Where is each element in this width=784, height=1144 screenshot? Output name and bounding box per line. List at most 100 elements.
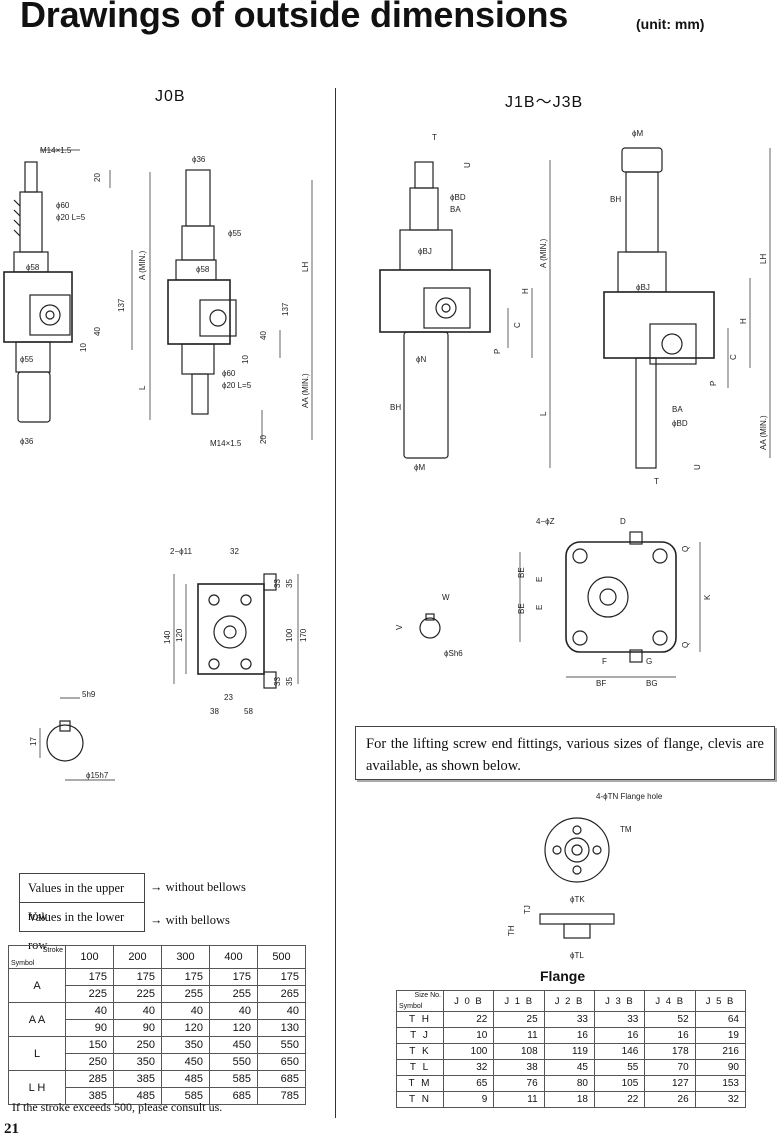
dim-u-top: U <box>463 162 472 168</box>
dim-32: 32 <box>230 547 239 556</box>
table-cell: 685 <box>257 1070 306 1088</box>
table-cell: 38 <box>493 1059 545 1076</box>
table-cell: 90 <box>65 1019 114 1037</box>
table-cell: 255 <box>161 985 210 1003</box>
stroke-header: 500 <box>257 945 306 969</box>
dim-40: 40 <box>93 327 102 336</box>
dim-137-side: 137 <box>281 302 290 316</box>
table-cell: 70 <box>644 1059 696 1076</box>
dim-bd-bottom: ϕBD <box>672 419 688 428</box>
footnote: If the stroke exceeds 500, please consul… <box>12 1100 223 1114</box>
flange-hole-label: 4-ϕTN Flange hole <box>596 792 663 801</box>
table-row: 250 350 450 550 650 <box>9 1053 306 1071</box>
dim-m14-top: M14×1.5 <box>40 146 72 155</box>
dim-aamin: AA (MIN.) <box>759 415 768 450</box>
row-symbol: T K <box>396 1043 444 1060</box>
dim-e-top: E <box>535 577 544 582</box>
table-cell: 585 <box>209 1070 258 1088</box>
table-cell: 33 <box>543 1011 595 1028</box>
table-cell: 33 <box>593 1011 646 1028</box>
flange-table-title: Flange <box>540 968 586 984</box>
dim-10-side: 10 <box>241 355 250 364</box>
dim-w: W <box>442 593 450 602</box>
table-cell: 22 <box>442 1011 495 1028</box>
dim-120: 120 <box>175 628 184 642</box>
dim-lh: LH <box>759 254 768 264</box>
row-symbol: T N <box>396 1091 444 1108</box>
table-cell: 40 <box>257 1002 306 1020</box>
j1b-j3b-plan-drawing: 4−ϕZ D Q K Q BE E BE E F G BF BG <box>517 517 712 688</box>
legend-upper-arrow: → without bellows <box>150 880 246 894</box>
dim-c-right: C <box>729 354 738 360</box>
table-cell: 485 <box>161 1070 210 1088</box>
table-cell: 175 <box>257 968 306 986</box>
row-symbol: T H <box>396 1011 444 1028</box>
row-symbol: T L <box>396 1059 444 1076</box>
table-cell: 26 <box>644 1091 696 1108</box>
table-cell: 785 <box>257 1087 306 1105</box>
dim-p-right: P <box>709 381 718 386</box>
table-cell: 265 <box>257 985 306 1003</box>
table-row: T L 32 38 45 55 70 90 <box>396 1059 747 1076</box>
size-header: J 0 B <box>442 990 495 1012</box>
row-symbol: T M <box>396 1075 444 1092</box>
table-cell: 65 <box>442 1075 495 1092</box>
table-cell: 450 <box>161 1053 210 1071</box>
table-cell: 120 <box>209 1019 258 1037</box>
legend-lower-arrow: → with bellows <box>150 913 230 927</box>
table-cell: 175 <box>209 968 258 986</box>
dim-33-bottom: 33 <box>273 677 282 686</box>
table-cell: 585 <box>161 1087 210 1105</box>
dim-h: H <box>521 288 530 294</box>
j0b-elevation-drawing: M14×1.5 ϕ36 ϕ60 ϕ20 L=5 ϕ55 ϕ58 ϕ58 ϕ55 … <box>3 146 313 448</box>
j0b-shaft-key-drawing: 5h9 17 ϕ15h7 <box>29 690 115 781</box>
dim-170: 170 <box>299 628 308 642</box>
dim-l: L <box>539 411 548 416</box>
dim-e-bottom: E <box>535 605 544 610</box>
dim-be-bottom: BE <box>517 603 526 614</box>
section-label-j1b-j3b: J1B～J3B <box>505 94 584 111</box>
row-symbol: A <box>8 968 66 1003</box>
size-header: J 4 B <box>644 990 696 1012</box>
table-cell: 40 <box>209 1002 258 1020</box>
j0b-plan-drawing: 2−ϕ11 32 33 35 140 120 100 170 33 35 23 … <box>163 547 308 716</box>
table-cell: 550 <box>209 1053 258 1071</box>
dim-bj: ϕBJ <box>418 247 432 256</box>
table-row: T J 10 11 16 16 16 19 <box>396 1027 747 1044</box>
dim-v: V <box>395 624 404 630</box>
table-cell: 76 <box>493 1075 545 1092</box>
dim-38: 38 <box>210 707 219 716</box>
dim-4-dz: 4−ϕZ <box>536 517 555 526</box>
stroke-header: 200 <box>113 945 162 969</box>
table-cell: 130 <box>257 1019 306 1037</box>
table-cell: 350 <box>161 1036 210 1054</box>
table-cell: 225 <box>113 985 162 1003</box>
table-cell: 32 <box>694 1091 747 1108</box>
dim-d60-side: ϕ60 <box>222 369 236 378</box>
dim-n: ϕN <box>416 355 426 364</box>
table-cell: 16 <box>593 1027 646 1044</box>
flange-tj-label: TJ <box>523 905 532 914</box>
stroke-header: 300 <box>161 945 210 969</box>
row-symbol: L H <box>8 1070 66 1105</box>
table-cell: 175 <box>113 968 162 986</box>
dim-d36-side: ϕ36 <box>192 155 206 164</box>
dim-5h9: 5h9 <box>82 690 96 699</box>
table-cell: 650 <box>257 1053 306 1071</box>
dim-h-right: H <box>739 318 748 324</box>
dim-d20-side: ϕ20 L=5 <box>222 381 252 390</box>
dim-c: C <box>513 322 522 328</box>
dim-q-bottom: Q <box>681 642 690 648</box>
table-row: A 175 175 175 175 175 <box>8 968 306 1003</box>
table-cell: 90 <box>694 1059 747 1076</box>
dim-d60: ϕ60 <box>56 201 70 210</box>
table-row: T H 22 25 33 33 52 64 <box>396 1011 747 1028</box>
dim-amin: A (MIN.) <box>138 250 147 280</box>
table-row: T K 100 108 119 146 178 216 <box>396 1043 747 1060</box>
table-cell: 32 <box>442 1059 495 1076</box>
table-cell: 285 <box>65 1070 114 1088</box>
dim-l: L <box>138 385 147 390</box>
table-cell: 178 <box>644 1043 696 1060</box>
table-cell: 45 <box>543 1059 595 1076</box>
dim-d15h: ϕ15h7 <box>86 771 109 780</box>
